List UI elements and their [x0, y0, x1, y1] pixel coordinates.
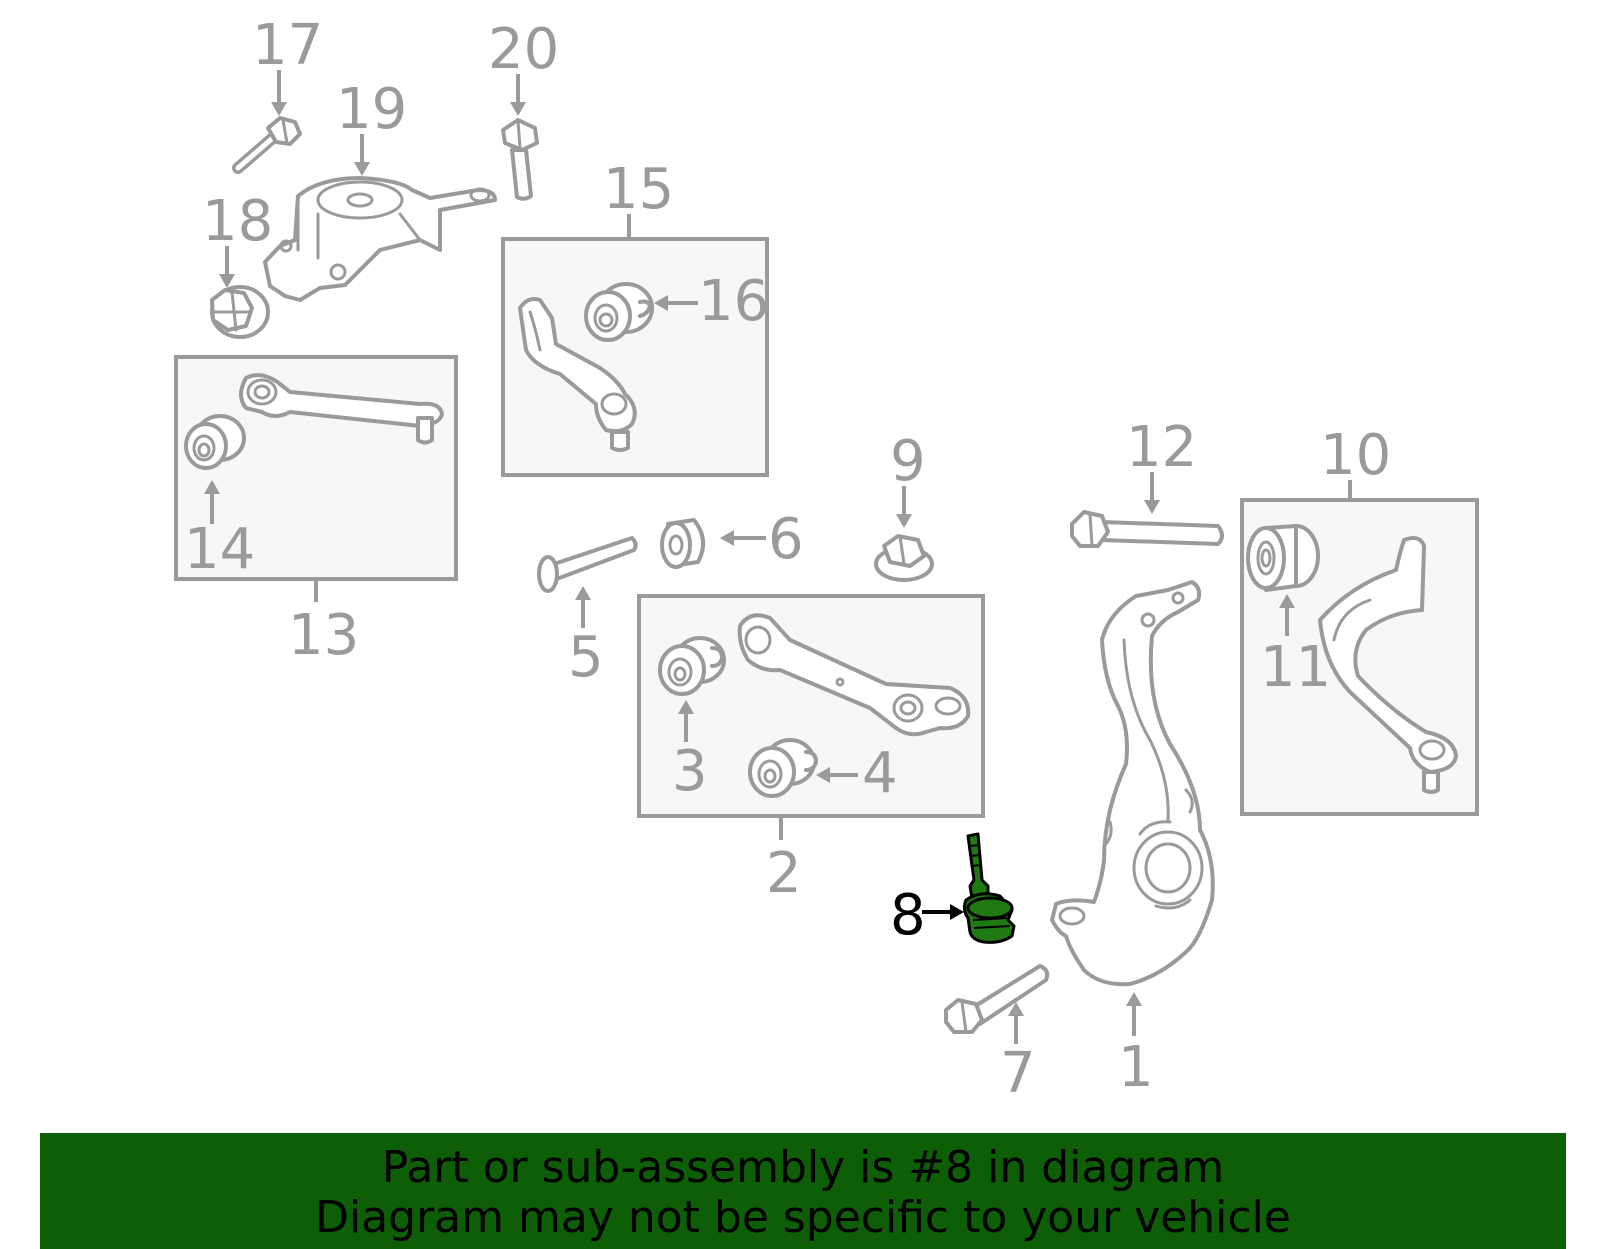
part-11-bushing — [1246, 524, 1320, 592]
banner-line-1: Part or sub-assembly is #8 in diagram — [381, 1142, 1225, 1193]
callout-8: 8 — [890, 883, 926, 948]
part-12-bolt — [1070, 510, 1224, 548]
callout-labels: 17 20 19 18 15 16 14 13 9 12 10 6 5 11 3… — [184, 13, 1391, 1106]
callout-4: 4 — [862, 741, 898, 806]
part-7-bolt — [944, 964, 1050, 1034]
part-17-bolt — [232, 116, 302, 174]
part-20-bolt — [501, 118, 539, 201]
callout-2: 2 — [766, 841, 802, 906]
part-5-bolt — [537, 536, 638, 593]
part-10-control-arm — [1318, 536, 1458, 794]
callout-15: 15 — [603, 157, 674, 222]
leader-lines — [204, 70, 1352, 1044]
part-19-bracket — [263, 176, 497, 302]
callout-14: 14 — [184, 517, 255, 582]
info-banner: Part or sub-assembly is #8 in diagram Di… — [40, 1133, 1566, 1249]
callout-12: 12 — [1126, 415, 1197, 480]
part-3-bushing — [658, 636, 726, 696]
callout-6: 6 — [768, 507, 804, 572]
callout-11: 11 — [1260, 635, 1331, 700]
part-14-bushing — [184, 414, 246, 470]
part-16-bushing — [584, 282, 654, 342]
callout-17: 17 — [252, 13, 323, 78]
part-9-nut — [874, 534, 934, 582]
callout-19: 19 — [336, 77, 407, 142]
callout-13: 13 — [288, 603, 359, 668]
callout-7: 7 — [1000, 1041, 1036, 1106]
callout-16: 16 — [698, 269, 769, 334]
callout-20: 20 — [488, 17, 559, 82]
part-4-bushing — [748, 738, 818, 798]
callout-18: 18 — [202, 189, 273, 254]
part-15-control-arm — [518, 297, 637, 452]
part-8-ball-joint[interactable] — [962, 832, 1016, 944]
part-1-steering-knuckle — [1050, 580, 1215, 987]
callout-5: 5 — [568, 625, 604, 690]
callout-10: 10 — [1320, 423, 1391, 488]
part-2-control-arm — [737, 613, 971, 737]
callout-1: 1 — [1118, 1035, 1154, 1100]
part-13-control-arm — [239, 373, 444, 445]
part-18-nut — [210, 285, 270, 339]
part-6-nut — [660, 518, 706, 569]
banner-line-2: Diagram may not be specific to your vehi… — [315, 1192, 1291, 1243]
callout-3: 3 — [672, 739, 708, 804]
callout-9: 9 — [890, 429, 926, 494]
